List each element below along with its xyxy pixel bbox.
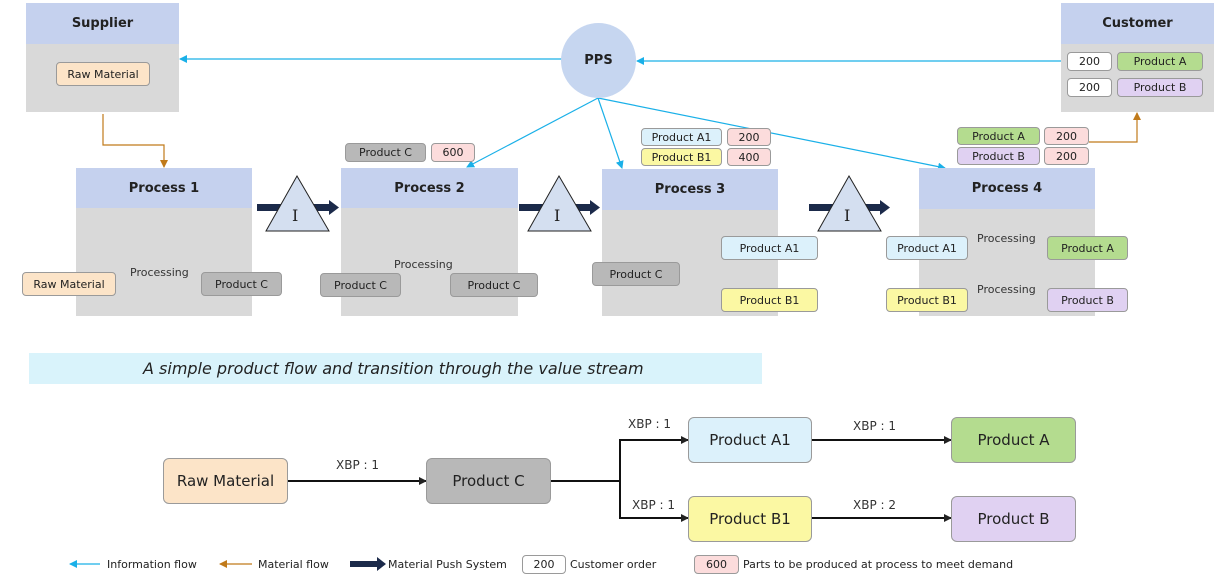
p3-demand-product-a1: Product A1 xyxy=(641,128,722,146)
p4-input-product-b1: Product B1 xyxy=(886,288,968,312)
inventory-label-2: I xyxy=(554,206,561,225)
process-1-body xyxy=(76,208,252,316)
p3-demand-qty-b1: 400 xyxy=(727,148,771,166)
legend-parts-label: Parts to be produced at process to meet … xyxy=(743,558,1014,571)
caption-text: A simple product flow and transition thr… xyxy=(143,359,644,378)
material-flow-process4-to-customer xyxy=(1089,112,1141,143)
flow-node-product-c: Product C xyxy=(426,458,551,504)
p1-processing-label: Processing xyxy=(130,266,189,279)
p4-demand-product-b: Product B xyxy=(957,147,1040,165)
process-3-title: Process 3 xyxy=(654,182,726,197)
p4-output-product-b: Product B xyxy=(1047,288,1128,312)
p4-output-product-a: Product A xyxy=(1047,236,1128,260)
p4-demand-product-a: Product A xyxy=(957,127,1040,145)
flow-node-product-a1: Product A1 xyxy=(688,417,812,463)
p1-input-raw-material: Raw Material xyxy=(22,272,116,296)
caption-banner: A simple product flow and transition thr… xyxy=(29,353,762,384)
p4-input-product-a1: Product A1 xyxy=(886,236,968,260)
p1-output-product-c: Product C xyxy=(201,272,282,296)
process-2-header: Process 2 xyxy=(341,168,518,208)
p2-input-product-c: Product C xyxy=(320,273,401,297)
p3-input-product-c: Product C xyxy=(592,262,680,286)
p2-output-product-c: Product C xyxy=(450,273,538,297)
process-3-header: Process 3 xyxy=(602,169,778,210)
p4-processing-label-b: Processing xyxy=(977,283,1036,296)
flow-arrow-c-b1 xyxy=(619,481,689,522)
legend-order-label: Customer order xyxy=(570,558,657,571)
p3-output-product-a1: Product A1 xyxy=(721,236,818,260)
flow-node-product-b1: Product B1 xyxy=(688,496,812,542)
p3-demand-product-b1: Product B1 xyxy=(641,148,722,166)
p4-demand-qty-b: 200 xyxy=(1044,147,1089,165)
inventory-triangle-3 xyxy=(817,174,882,232)
customer-order-product-b: Product B xyxy=(1117,78,1203,97)
p4-demand-qty-a: 200 xyxy=(1044,127,1089,145)
flow-edge-label-raw-c: XBP : 1 xyxy=(336,458,379,472)
p2-demand-product: Product C xyxy=(345,143,426,162)
p3-output-product-b1: Product B1 xyxy=(721,288,818,312)
flow-edge-label-b1-b: XBP : 2 xyxy=(853,498,896,512)
process-1-header: Process 1 xyxy=(76,168,252,208)
legend-push-label: Material Push System xyxy=(388,558,507,571)
p3-demand-qty-a1: 200 xyxy=(727,128,771,146)
customer-order-product-a: Product A xyxy=(1117,52,1203,71)
process-1-title: Process 1 xyxy=(128,180,200,196)
p4-processing-label-a: Processing xyxy=(977,232,1036,245)
inventory-triangle-2 xyxy=(527,174,592,232)
legend-push-arrow xyxy=(350,557,386,571)
process-4-title: Process 4 xyxy=(971,181,1043,196)
p2-demand-qty: 600 xyxy=(431,143,475,162)
legend-info-label: Information flow xyxy=(107,558,197,571)
supplier-title: Supplier xyxy=(71,16,134,31)
p2-processing-label: Processing xyxy=(394,258,453,271)
flow-node-product-b: Product B xyxy=(951,496,1076,542)
legend-parts-swatch: 600 xyxy=(694,555,739,574)
flow-edge-label-c-b1: XBP : 1 xyxy=(632,498,675,512)
inventory-label-3: I xyxy=(844,206,851,225)
info-flow-pps-to-process3 xyxy=(597,97,624,169)
inventory-triangle-1 xyxy=(265,174,330,232)
material-flow-supplier-to-process1 xyxy=(102,114,168,168)
pps-label: PPS xyxy=(584,53,613,68)
info-flow-pps-to-process4 xyxy=(597,97,946,171)
info-flow-pps-to-process2 xyxy=(466,97,599,168)
supplier-header: Supplier xyxy=(26,3,179,44)
customer-title: Customer xyxy=(1102,16,1173,31)
legend-order-swatch: 200 xyxy=(522,555,566,574)
inventory-label-1: I xyxy=(292,206,299,225)
pps-circle: PPS xyxy=(561,23,636,98)
customer-order-qty-a: 200 xyxy=(1067,52,1112,71)
flow-edge-label-a1-a: XBP : 1 xyxy=(853,419,896,433)
flow-node-product-a: Product A xyxy=(951,417,1076,463)
flow-node-raw-material: Raw Material xyxy=(163,458,288,504)
process-2-body xyxy=(341,208,518,316)
legend-material-label: Material flow xyxy=(258,558,329,571)
flow-arrow-c-a1 xyxy=(619,436,689,481)
customer-header: Customer xyxy=(1061,3,1214,44)
process-4-header: Process 4 xyxy=(919,168,1095,209)
customer-order-qty-b: 200 xyxy=(1067,78,1112,97)
supplier-raw-material: Raw Material xyxy=(56,62,150,86)
flow-edge-label-c-a1: XBP : 1 xyxy=(628,417,671,431)
process-2-title: Process 2 xyxy=(394,180,465,196)
